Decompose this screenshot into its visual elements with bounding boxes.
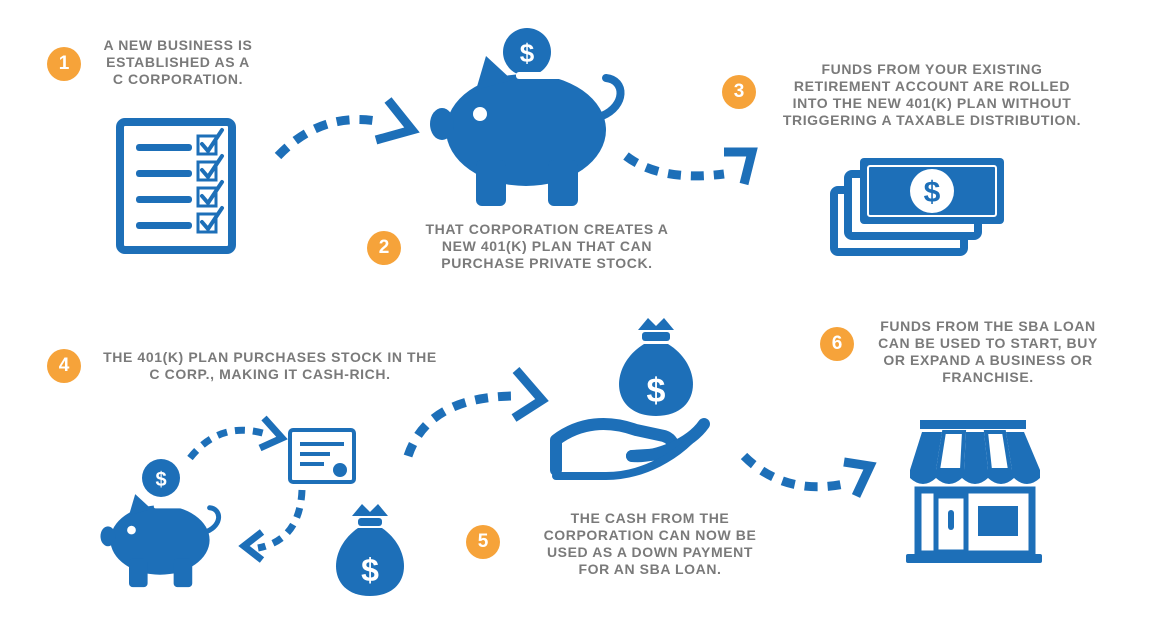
money-bag-icon: $ xyxy=(336,504,404,596)
step-number-badge-6: 6 xyxy=(820,327,854,361)
dotted-arrow-4-to-5 xyxy=(403,367,549,458)
svg-text:$: $ xyxy=(361,552,379,588)
dotted-arrow-2-to-3 xyxy=(623,147,758,186)
step-4-caption: THE 401(K) PLAN PURCHASES STOCK IN THE C… xyxy=(103,349,437,382)
step-number-badge-2: 2 xyxy=(367,231,401,265)
piggy-bank-icon: $ xyxy=(430,28,621,206)
stock-certificate-icon xyxy=(288,428,356,484)
dotted-arrow-5-to-6 xyxy=(740,452,877,498)
checklist-icon xyxy=(116,118,236,254)
step-number-badge-1: 1 xyxy=(47,47,81,81)
step-6-caption: FUNDS FROM THE SBA LOAN CAN BE USED TO S… xyxy=(878,318,1098,385)
dotted-arrow-1-to-2 xyxy=(274,97,420,160)
step-5-caption: THE CASH FROM THE CORPORATION CAN NOW BE… xyxy=(543,510,757,577)
dollar-coin-symbol: $ xyxy=(520,38,535,68)
svg-text:$: $ xyxy=(155,469,166,491)
step-3-caption: FUNDS FROM YOUR EXISTING RETIREMENT ACCO… xyxy=(782,61,1082,128)
hand-money-bag-icon: $ xyxy=(550,318,710,480)
step-number-badge-3: 3 xyxy=(722,75,756,109)
svg-text:$: $ xyxy=(647,372,666,410)
step-number-badge-4: 4 xyxy=(47,349,81,383)
step-1-caption: A NEW BUSINESS IS ESTABLISHED AS A C COR… xyxy=(103,37,253,87)
dollar-bill-symbol: $ xyxy=(924,176,941,209)
step-2-caption: THAT CORPORATION CREATES A NEW 401(K) PL… xyxy=(425,221,669,271)
storefront-icon xyxy=(906,420,1042,563)
stock-exchange-icon: $ $ xyxy=(100,415,404,596)
cash-stack-icon: $ xyxy=(830,158,1004,256)
step-number-badge-5: 5 xyxy=(466,525,500,559)
